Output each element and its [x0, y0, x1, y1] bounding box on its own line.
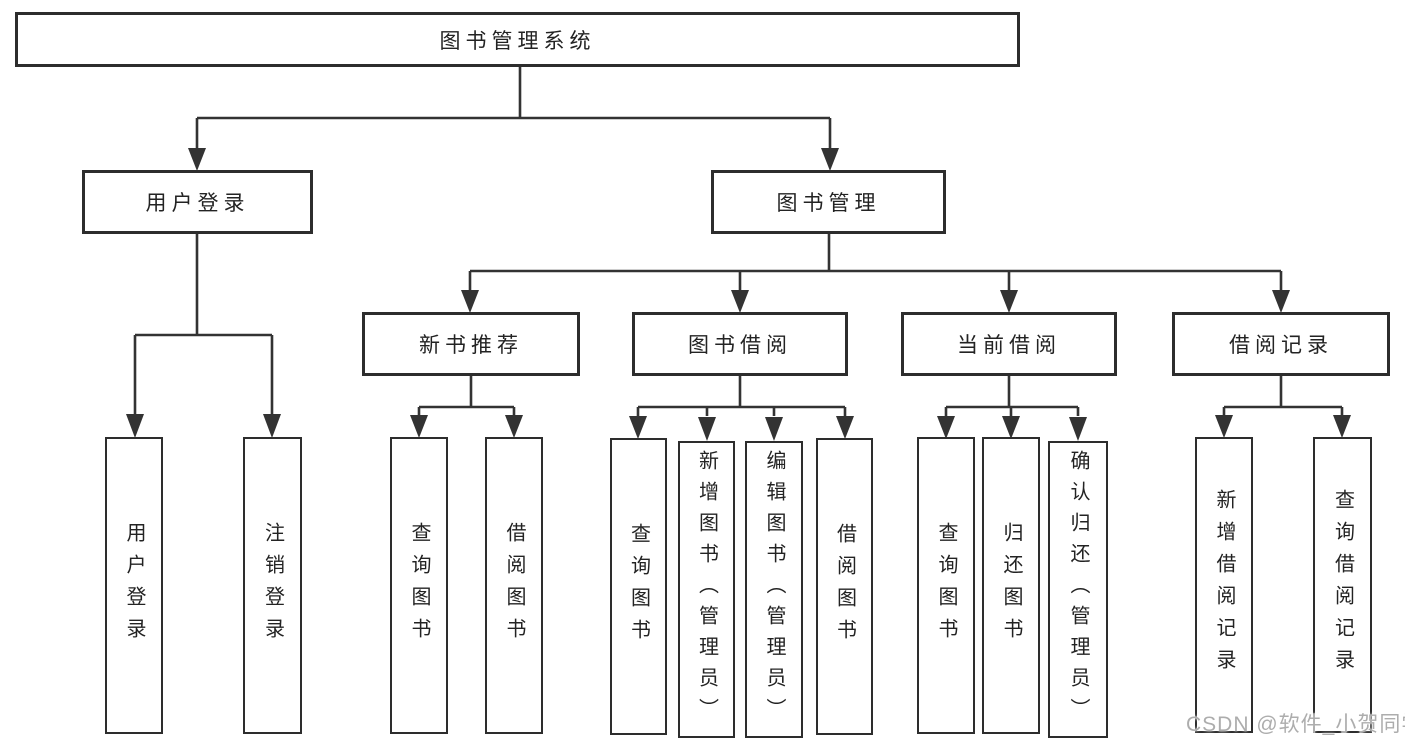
connector-book-borrowing — [629, 376, 854, 441]
node-query-book-label: 查询图书 — [935, 521, 957, 650]
connector-user-login — [126, 234, 281, 438]
connector-book-management — [461, 234, 1290, 313]
arrowhead-icon — [263, 414, 281, 438]
node-book-management-label: 图书管理 — [776, 192, 881, 215]
node-return-book-label: 归还图书 — [1000, 521, 1022, 650]
node-borrow-book-label: 借阅图书 — [503, 521, 525, 650]
arrowhead-icon — [410, 415, 428, 438]
arrowhead-icon — [188, 148, 206, 171]
arrowhead-icon — [505, 415, 523, 438]
node-current-borrowing-label: 当前借阅 — [957, 334, 1061, 357]
node-root-label: 图书管理系统 — [439, 29, 596, 53]
arrowhead-icon — [836, 416, 854, 439]
arrowhead-icon — [731, 290, 749, 313]
connector-borrowing-records — [1215, 376, 1351, 438]
watermark: CSDN @软件_小贺同学 — [1186, 713, 1405, 736]
node-query-book: 查询图书 — [917, 437, 975, 734]
node-borrowing-records: 借阅记录 — [1172, 312, 1390, 376]
arrowhead-icon — [461, 290, 479, 313]
node-query-borrow-record-label: 查询借阅记录 — [1331, 489, 1354, 681]
node-logout-label: 注销登录 — [261, 521, 284, 650]
node-book-borrowing-label: 图书借阅 — [688, 334, 792, 357]
node-user-login: 用户登录 — [82, 170, 313, 234]
arrowhead-icon — [821, 148, 839, 171]
arrowhead-icon — [1069, 417, 1087, 441]
node-book-management: 图书管理 — [711, 170, 946, 234]
arrowhead-icon — [765, 417, 783, 441]
node-return-book: 归还图书 — [982, 437, 1040, 734]
node-borrow-book-label: 借阅图书 — [833, 522, 856, 651]
node-query-book: 查询图书 — [390, 437, 448, 734]
node-borrowing-records-label: 借阅记录 — [1229, 334, 1333, 357]
node-logout: 注销登录 — [243, 437, 302, 734]
node-current-borrowing: 当前借阅 — [901, 312, 1117, 376]
node-borrow-book: 借阅图书 — [485, 437, 543, 734]
node-new-book-recommend: 新书推荐 — [362, 312, 580, 376]
node-query-book-label: 查询图书 — [627, 522, 650, 651]
arrowhead-icon — [698, 417, 716, 441]
node-edit-book-admin-label: 编辑图书（管理员） — [763, 450, 785, 729]
node-query-borrow-record: 查询借阅记录 — [1313, 437, 1372, 733]
node-login: 用户登录 — [105, 437, 163, 734]
arrowhead-icon — [1215, 415, 1233, 438]
node-query-book-label: 查询图书 — [408, 521, 430, 650]
node-add-borrow-record: 新增借阅记录 — [1195, 437, 1253, 733]
arrowhead-icon — [1002, 416, 1020, 439]
node-edit-book-admin: 编辑图书（管理员） — [745, 441, 803, 738]
node-add-book-admin-label: 新增图书（管理员） — [695, 450, 718, 729]
arrowhead-icon — [1272, 290, 1290, 313]
node-root: 图书管理系统 — [15, 12, 1020, 67]
arrowhead-icon — [629, 416, 647, 439]
node-confirm-return-admin: 确认归还（管理员） — [1048, 441, 1108, 738]
connector-new-book-recommend — [410, 376, 523, 438]
arrowhead-icon — [1333, 415, 1351, 438]
arrowhead-icon — [937, 416, 955, 439]
node-new-book-recommend-label: 新书推荐 — [419, 334, 523, 357]
arrowhead-icon — [126, 414, 144, 438]
node-borrow-book: 借阅图书 — [816, 438, 873, 735]
node-user-login-label: 用户登录 — [145, 192, 250, 215]
connector-current-borrowing — [937, 376, 1087, 441]
connector-root — [188, 67, 839, 171]
node-confirm-return-admin-label: 确认归还（管理员） — [1067, 450, 1089, 729]
node-book-borrowing: 图书借阅 — [632, 312, 848, 376]
arrowhead-icon — [1000, 290, 1018, 313]
node-add-book-admin: 新增图书（管理员） — [678, 441, 735, 738]
node-login-label: 用户登录 — [123, 521, 145, 650]
node-add-borrow-record-label: 新增借阅记录 — [1213, 489, 1235, 681]
node-query-book: 查询图书 — [610, 438, 667, 735]
